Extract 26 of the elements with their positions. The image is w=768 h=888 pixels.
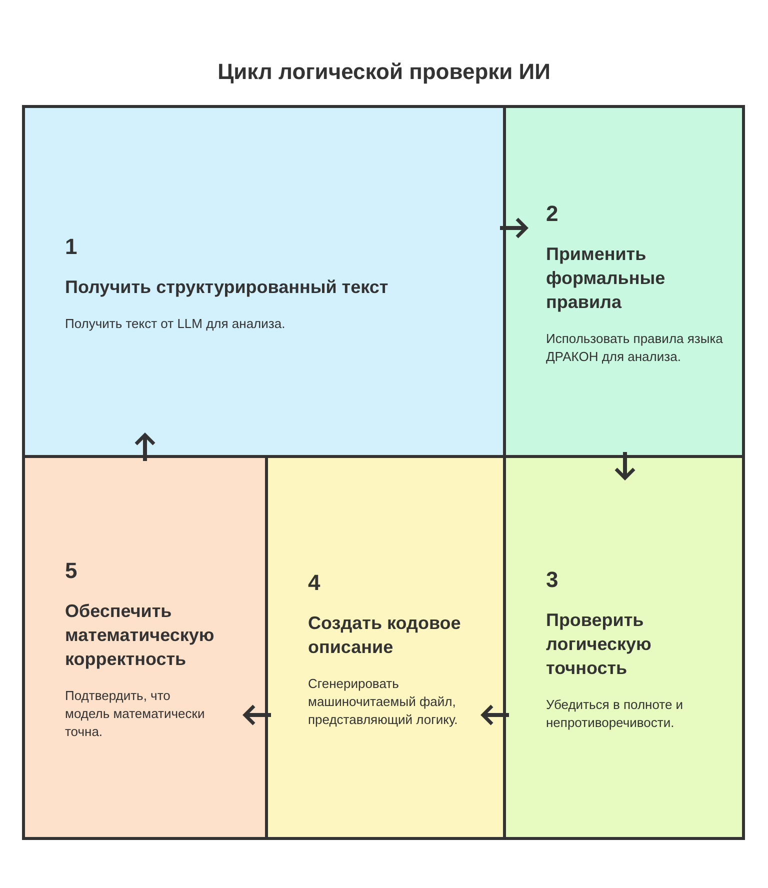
arrow [500,217,528,239]
step-number: 3 [546,566,560,594]
step-panel [22,455,268,840]
step-heading: Обеспечить математическую корректность [65,600,216,671]
step-heading: Применить формальные правила [546,243,666,314]
step-heading: Создать кодовое описание [308,612,462,659]
diagram-title: Цикл логической проверки ИИ [216,58,552,86]
step-number: 5 [65,557,78,585]
step-description: Сгенерировать машиночитаемый файл, представляющий логику. [308,675,458,729]
step-panel [265,455,506,840]
step-description: Использовать правила языка ДРАКОН для анализа. [546,330,724,366]
arrow [481,704,509,726]
step-panel [503,105,745,458]
arrow [134,433,156,461]
step-panel [503,455,745,840]
step-description: Получить текст от LLM для анализа. [65,315,286,333]
arrow [614,452,636,480]
step-description: Подтвердить, что модель математически точна. [65,687,206,741]
step-number: 4 [308,569,322,597]
arrow [243,704,271,726]
step-heading: Проверить логическую точность [546,609,652,680]
step-number: 1 [65,233,78,261]
step-heading: Получить структурированный текст [65,276,390,299]
step-description: Убедиться в полноте и непротиворечивости. [546,696,684,732]
step-panel [22,105,506,458]
step-number: 2 [546,200,560,228]
